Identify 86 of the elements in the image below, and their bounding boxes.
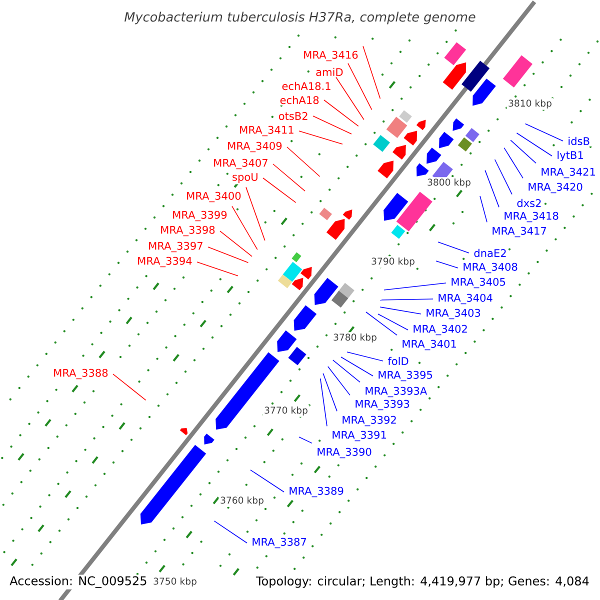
gene-label: MRA_3393: [353, 398, 412, 412]
gene-label: MRA_3405: [449, 276, 508, 290]
gene-label: MRA_3399: [170, 210, 229, 222]
gene-label: MRA_3397: [146, 240, 205, 254]
leader-line: [298, 130, 343, 144]
gene-label: dxs2: [515, 198, 544, 208]
leader-line: [262, 178, 296, 203]
scale-label: 3810 kbp: [506, 98, 554, 110]
gene-label: echA18: [278, 94, 321, 106]
leader-line: [378, 314, 408, 330]
leader-line: [208, 246, 249, 263]
gene-label: MRA_3420: [526, 182, 584, 194]
gene-label: MRA_3388: [52, 368, 110, 380]
gene-label: echA18.1: [280, 80, 333, 92]
leader-line: [246, 186, 266, 241]
leader-line: [232, 206, 258, 250]
scale-label: 3750 kbp: [152, 576, 198, 588]
leader-line: [380, 298, 434, 300]
leader-line: [510, 140, 536, 164]
gene-label: lytB1: [555, 150, 586, 162]
scale-label: 3780 kbp: [332, 332, 378, 344]
gene-label: MRA_3400: [184, 190, 243, 204]
gene-label: MRA_3418: [502, 210, 560, 224]
leader-line: [380, 306, 422, 314]
gene-label: folD: [386, 356, 410, 366]
leader-line: [524, 123, 564, 142]
gene-label: MRA_3398: [158, 224, 217, 238]
accession-text: Accession: NC_009525: [8, 574, 149, 590]
gene-label: MRA_3417: [490, 226, 548, 238]
leader-line: [112, 374, 146, 401]
leader-line: [504, 147, 524, 179]
gene-label: MRA_3395: [376, 370, 434, 382]
gene-label: MRA_3416: [302, 50, 360, 62]
leader-line: [214, 520, 248, 544]
leader-line: [272, 164, 306, 192]
leader-line: [286, 146, 320, 177]
leader-line: [348, 62, 372, 110]
leader-line: [516, 132, 552, 156]
leader-line: [384, 282, 446, 290]
gene-label: MRA_3409: [226, 140, 284, 154]
leader-line: [336, 76, 364, 120]
leader-line: [196, 262, 238, 276]
leader-line: [250, 470, 284, 492]
leader-line: [340, 356, 374, 376]
leader-line: [436, 260, 458, 268]
leader-line: [438, 242, 470, 254]
leader-line: [322, 373, 338, 412]
gene-label: MRA_3411: [238, 124, 296, 138]
scale-label: 3760 kbp: [218, 495, 266, 507]
leader-line: [332, 360, 360, 383]
leader-line: [494, 159, 512, 195]
leader-line: [346, 352, 384, 362]
gene-label: MRA_3389: [287, 486, 346, 498]
genome-info-text: Topology: circular; Length: 4,419,977 bp; Genes: 4,084: [256, 576, 589, 588]
gene-label: dnaE2: [472, 248, 508, 258]
gene-label: otsB2: [277, 110, 310, 122]
scale-label: 3800 kbp: [426, 177, 472, 189]
gene-label: MRA_3393A: [363, 386, 428, 398]
gene-label: spoU: [230, 172, 260, 184]
title: Mycobacterium tuberculosis H37Ra, complete genome: [124, 12, 476, 24]
gene-label: MRA_3390: [315, 446, 374, 460]
leader-line: [320, 378, 328, 427]
leader-line: [324, 100, 359, 127]
gene-label: MRA_3402: [411, 324, 470, 336]
leader-line: [220, 230, 252, 257]
gene-label: idsB: [566, 136, 592, 146]
gene-label: MRA_3401: [400, 338, 458, 352]
leader-line: [298, 436, 312, 444]
gene-label: MRA_3391: [330, 430, 388, 442]
leader-line: [362, 46, 381, 99]
gene-label: MRA_3408: [461, 262, 520, 274]
leader-line: [366, 312, 398, 336]
leader-line: [312, 116, 352, 134]
gene-label: MRA_3421: [539, 166, 598, 180]
gene-label: MRA_3403: [424, 308, 482, 320]
gene-label: MRA_3392: [340, 414, 398, 428]
leader-line: [480, 196, 488, 223]
scale-label: 3790 kbp: [370, 256, 416, 268]
leader-line: [484, 170, 500, 208]
gene-label: MRA_3394: [136, 256, 194, 268]
gene-label: MRA_3407: [212, 158, 270, 170]
scale-label: 3770 kbp: [262, 405, 310, 417]
leader-line: [328, 366, 350, 396]
gene-label: MRA_3387: [250, 536, 308, 550]
gene-label: MRA_3404: [436, 292, 494, 306]
gene-label: amiD: [314, 66, 345, 78]
